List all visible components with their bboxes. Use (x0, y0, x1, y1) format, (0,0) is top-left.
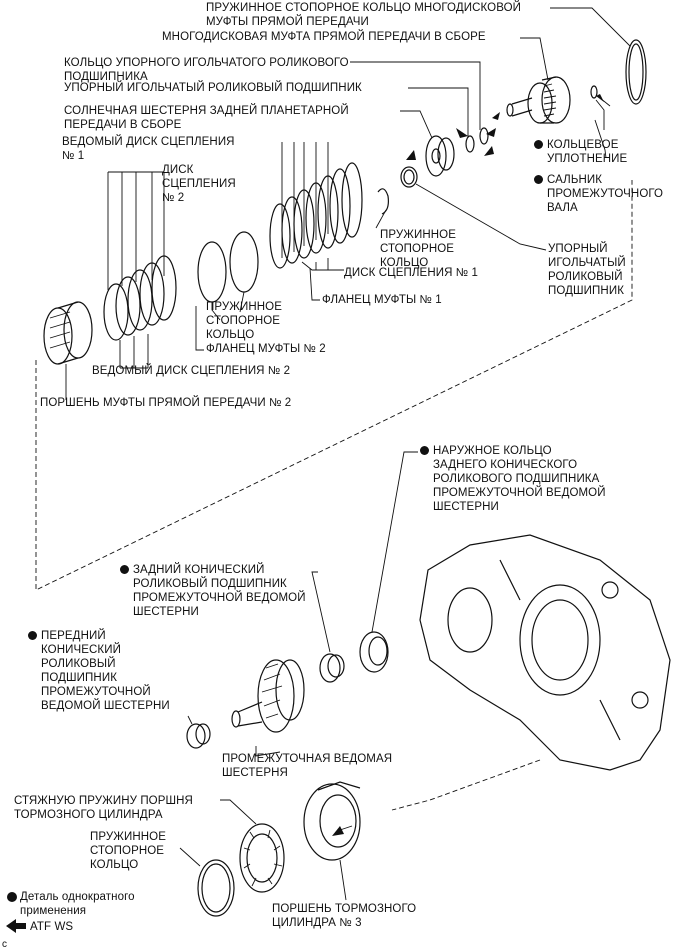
label-thrust-needle-bearing: УПОРНЫЙ ИГОЛЬЧАТЫЙ РОЛИКОВЫЙ ПОДШИПНИК (64, 82, 362, 94)
snap-ring-1 (377, 188, 389, 215)
non-reusable-dot-icon (534, 175, 543, 184)
non-reusable-dot-icon (28, 631, 37, 640)
non-reusable-dot-icon (120, 565, 129, 574)
label-disc-1: ДИСК СЦЕПЛЕНИЯ № 1 (344, 267, 479, 279)
outer-race (359, 631, 389, 673)
brake-piston-3 (303, 781, 361, 861)
label-snap-ring-1: ПРУЖИННОЕ СТОПОРНОЕ КОЛЬЦО (380, 229, 456, 269)
label-thrust-bearing-right: УПОРНЫЙ ИГОЛЬЧАТЫЙ РОЛИКОВЫЙ ПОДШИПНИК (548, 243, 626, 297)
label-rear-sun-gear: СОЛНЕЧНАЯ ШЕСТЕРНЯ ЗАДНЕЙ ПЛАНЕТАРНОЙ ПЕ… (64, 105, 349, 131)
label-counter-shaft-seal: САЛЬНИК ПРОМЕЖУТОЧНОГО ВАЛА (534, 173, 663, 215)
o-ring-part (590, 85, 598, 99)
direct-clutch-snap-ring (625, 39, 647, 105)
label-snap-ring-direct-clutch: ПРУЖИННОЕ СТОПОРНОЕ КОЛЬЦО МНОГОДИСКОВОЙ… (206, 2, 522, 28)
snap-ring-pair (197, 231, 259, 303)
label-plate-1: ВЕДОМЫЙ ДИСК СЦЕПЛЕНИЯ № 1 (62, 136, 235, 162)
label-disc-2: ДИСК СЦЕПЛЕНИЯ № 2 (162, 164, 236, 204)
label-piston-2: ПОРШЕНЬ МУФТЫ ПРЯМОЙ ПЕРЕДАЧИ № 2 (40, 397, 292, 409)
counter-driven-gear (231, 659, 305, 733)
guide-line-upper (35, 180, 633, 591)
label-thrust-bearing-race: КОЛЬЦО УПОРНОГО ИГОЛЬЧАТОГО РОЛИКОВОГО П… (64, 57, 349, 83)
rear-sun-gear (425, 135, 455, 177)
return-spring (239, 823, 285, 893)
corner-mark: c (2, 939, 8, 950)
legend-symbols (6, 892, 26, 933)
label-front-taper: ПЕРЕДНИЙ КОНИЧЕСКИЙ РОЛИКОВЫЙ ПОДШИПНИК … (28, 629, 170, 713)
label-brake-spring: СТЯЖНУЮ ПРУЖИНУ ПОРШНЯ ТОРМОЗНОГО ЦИЛИНД… (14, 795, 193, 821)
thrust-races (465, 127, 489, 153)
non-reusable-dot-icon (420, 446, 429, 455)
label-direct-clutch-assy: МНОГОДИСКОВАЯ МУФТА ПРЯМОЙ ПЕРЕДАЧИ В СБ… (162, 31, 486, 43)
label-plate-2: ВЕДОМЫЙ ДИСК СЦЕПЛЕНИЯ № 2 (92, 365, 291, 377)
snap-ring-3 (197, 859, 235, 917)
atf-arrows (332, 94, 611, 836)
clutch-pack-2 (103, 255, 177, 341)
label-flange-2: ФЛАНЕЦ МУФТЫ № 2 (206, 343, 326, 355)
thrust-bearing-mid (400, 166, 418, 188)
label-snap-ring-2: ПРУЖИННОЕ СТОПОРНОЕ КОЛЬЦО (206, 301, 282, 341)
label-flange-1: ФЛАНЕЦ МУФТЫ № 1 (322, 294, 442, 306)
direct-clutch-drum (506, 76, 571, 124)
guide-line-lower (391, 759, 541, 811)
front-taper-bearing (186, 723, 211, 749)
label-snap-ring-3: ПРУЖИННОЕ СТОПОРНОЕ КОЛЬЦО (90, 831, 166, 871)
legend-non-reusable: Деталь однократного применения (20, 891, 135, 917)
label-counter-driven-gear: ПРОМЕЖУТОЧНАЯ ВЕДОМАЯ ШЕСТЕРНЯ (222, 753, 393, 779)
rear-taper-bearing (319, 653, 345, 683)
legend-atf: ATF WS (30, 921, 74, 933)
label-o-ring: КОЛЬЦЕВОЕ УПЛОТНЕНИЕ (534, 138, 627, 166)
leader-lines (65, 7, 631, 901)
transaxle-case (419, 534, 671, 771)
label-brake-piston-3: ПОРШЕНЬ ТОРМОЗНОГО ЦИЛИНДРА № 3 (272, 903, 417, 929)
label-outer-race: НАРУЖНОЕ КОЛЬЦО ЗАДНЕГО КОНИЧЕСКОГО РОЛИ… (420, 444, 606, 514)
label-rear-taper: ЗАДНИЙ КОНИЧЕСКИЙ РОЛИКОВЫЙ ПОДШИПНИК ПР… (120, 563, 306, 619)
piston-2 (43, 301, 93, 365)
non-reusable-dot-icon (534, 140, 543, 149)
